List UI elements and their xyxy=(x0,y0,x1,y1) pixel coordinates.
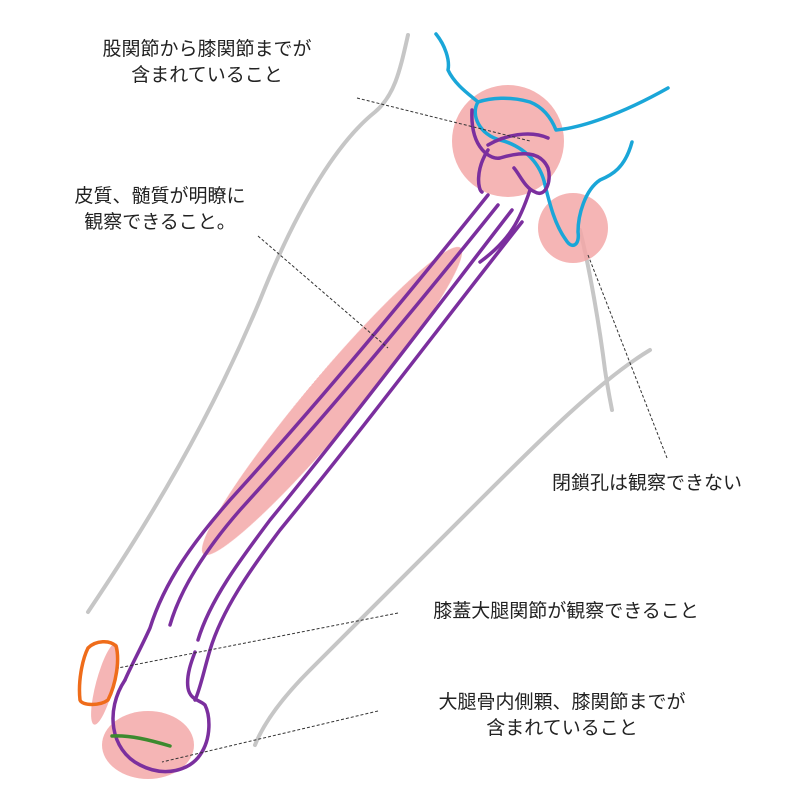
shaft-lateral-outer xyxy=(123,193,490,682)
obturator-annotation-line1: 閉鎖孔は観察できない xyxy=(551,472,742,494)
obturator-highlight xyxy=(538,193,608,263)
leader-lines xyxy=(117,97,668,763)
shaft-medial-outer xyxy=(193,220,524,702)
femoral-head-rim xyxy=(486,132,550,147)
soft-tissue-outline xyxy=(86,33,652,747)
obturator-leader xyxy=(587,254,668,459)
hip-annotation: 股関節から膝関節までが 含まれていること xyxy=(62,36,352,88)
hip-annotation-line1: 股関節から膝関節までが xyxy=(102,38,312,60)
condyle-highlight xyxy=(102,711,194,779)
femoral-neck-upper xyxy=(476,148,490,194)
femoral-condyle xyxy=(111,650,211,774)
cortex-annotation: 皮質、髄質が明瞭に 観察できること。 xyxy=(55,183,265,235)
cortex-leader xyxy=(257,235,389,349)
ilium-contour xyxy=(434,32,670,132)
obturator-annotation: 閉鎖孔は観察できない xyxy=(528,470,766,496)
hip-annotation-line2: 含まれていること xyxy=(131,64,283,86)
thigh-lateral-contour xyxy=(86,33,410,614)
cortex-annotation-line1: 皮質、髄質が明瞭に xyxy=(74,185,246,207)
condyle-joint-line xyxy=(110,734,172,748)
femur-outline xyxy=(111,108,551,774)
shaft-lateral-inner xyxy=(168,203,500,627)
thigh-medial-contour xyxy=(253,348,652,747)
shaft-medial-inner xyxy=(196,208,514,642)
femoral-neck-lower xyxy=(478,188,532,264)
condyle-annotation: 大腿骨内側顆、膝関節までが 含まれていること xyxy=(402,689,722,741)
cortex-annotation-line2: 観察できること。 xyxy=(84,211,236,233)
condyle-leader xyxy=(161,710,379,763)
patella-annotation-line1: 膝蓋大腿関節が観察できること xyxy=(433,600,699,622)
femoral-head xyxy=(470,108,551,195)
patella-annotation: 膝蓋大腿関節が観察できること xyxy=(400,598,732,624)
condyle-annotation-line1: 大腿骨内側顆、膝関節までが xyxy=(438,691,686,713)
patella-outline xyxy=(77,640,120,707)
patella-leader xyxy=(117,612,399,669)
groin-contour xyxy=(578,228,614,412)
condyle-annotation-line2: 含まれていること xyxy=(486,717,638,739)
